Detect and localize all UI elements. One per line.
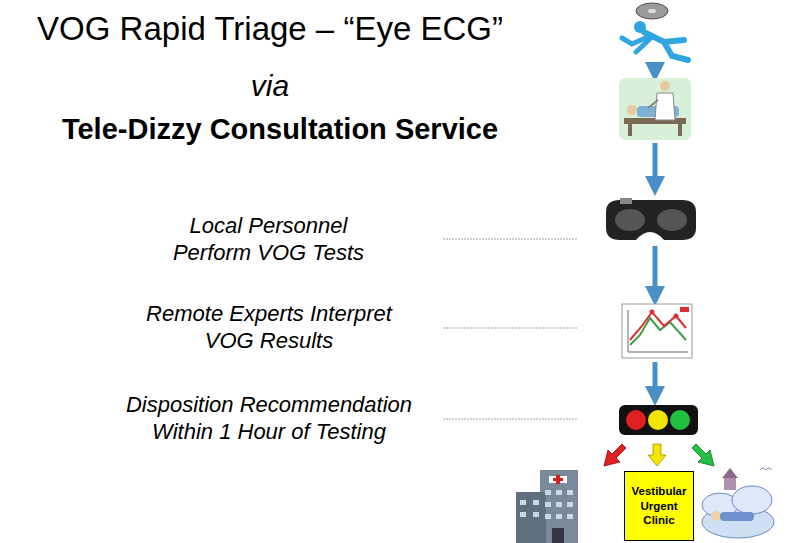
step-label: Remote Experts Interpret VOG Results xyxy=(144,301,394,355)
traffic-light-icon xyxy=(619,405,698,435)
leader-lines xyxy=(443,239,577,419)
clinic-box: Vestibular Urgent Clinic xyxy=(624,471,694,541)
home-rest-icon xyxy=(702,468,774,538)
step-label: Local Personnel Perform VOG Tests xyxy=(166,213,371,267)
disposition-arrows xyxy=(604,444,714,466)
falling-person-icon xyxy=(622,3,688,60)
results-chart-icon xyxy=(622,304,692,358)
subtitle: Tele-Dizzy Consultation Service xyxy=(0,112,560,147)
via-text: via xyxy=(170,68,370,105)
node-label: Vestibular Urgent Clinic xyxy=(627,484,691,529)
hospital-icon xyxy=(516,470,578,543)
doctor-patient-icon xyxy=(619,78,691,140)
step-label: Disposition Recommendation Within 1 Hour… xyxy=(104,392,434,446)
title: VOG Rapid Triage – “Eye ECG” xyxy=(0,10,540,48)
vog-goggles-icon xyxy=(606,198,696,240)
